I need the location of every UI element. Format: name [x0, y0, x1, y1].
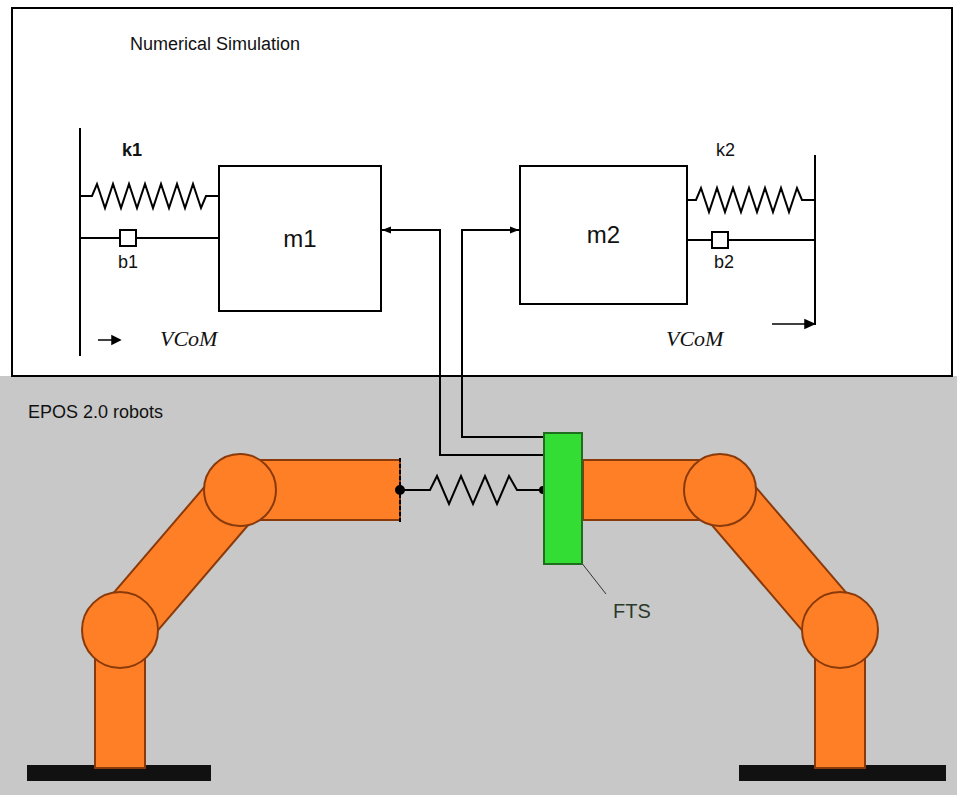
- velocity-label: VCoM: [666, 326, 723, 352]
- velocity-arrow: [98, 336, 120, 344]
- node-text: m2: [587, 221, 620, 249]
- damper-label: b1: [118, 252, 138, 273]
- mass-box: m1: [218, 165, 382, 312]
- right-wall-spring-damper: [688, 155, 815, 325]
- damper-label: b2: [714, 252, 734, 273]
- left-robot: [28, 454, 404, 780]
- simulation-panel: Numerical Simulation m1 m2: [12, 8, 952, 376]
- force-torque-sensor: FTS: [543, 432, 583, 565]
- robot-band-ground: [0, 376, 957, 795]
- robot-band: EPOS 2.0 robotsFTS: [0, 376, 957, 795]
- velocity-label: VCoM: [160, 326, 217, 352]
- left-wall-spring-damper: [80, 128, 218, 356]
- simulation-panel-ground: [12, 8, 952, 376]
- node-text: m1: [283, 225, 316, 253]
- mass-box: m2: [519, 165, 688, 305]
- node-text: EPOS 2.0 robots: [28, 402, 163, 423]
- spring-label: k1: [122, 140, 142, 161]
- spring-label: k2: [716, 140, 735, 161]
- node-text: FTS: [613, 600, 651, 623]
- node-text: Numerical Simulation: [130, 34, 300, 55]
- contact-spring: [404, 476, 543, 504]
- velocity-arrow: [772, 320, 814, 328]
- right-robot: [583, 454, 945, 780]
